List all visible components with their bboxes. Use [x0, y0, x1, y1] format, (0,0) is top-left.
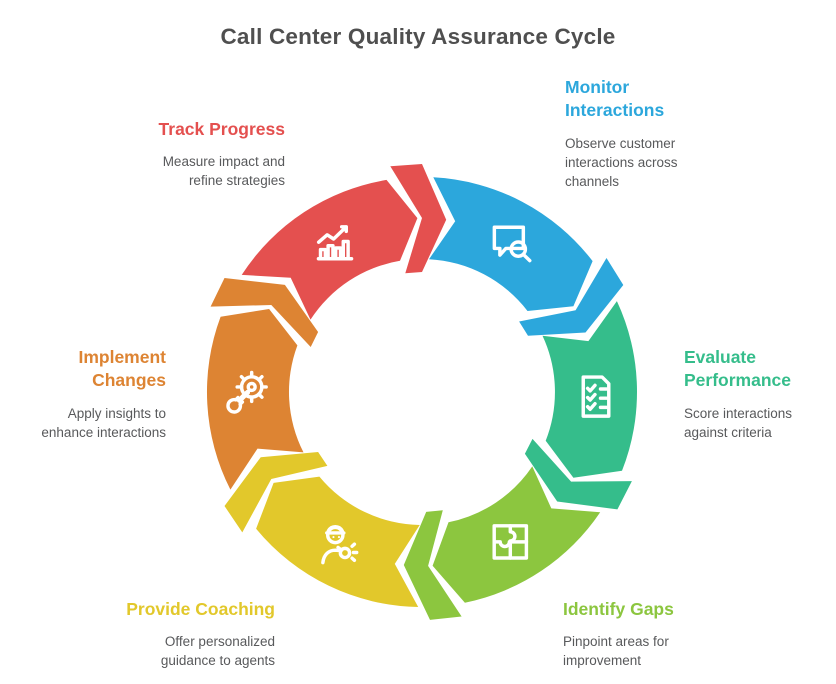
segment-description-implement: Apply insights to enhance interactions: [41, 405, 166, 440]
segment-arrow-monitor: [519, 258, 624, 336]
segment-label-evaluate: Evaluate Performance Score interactions …: [684, 346, 834, 442]
segment-description-track: Measure impact and refine strategies: [162, 154, 285, 189]
segment-arrow-track: [390, 164, 447, 274]
segment-title-identify: Identify Gaps: [563, 599, 674, 619]
segment-label-implement: Implement Changes Apply insights to enha…: [8, 346, 166, 442]
segment-arrow-evaluate: [524, 438, 632, 510]
segment-description-evaluate: Score interactions against criteria: [684, 405, 793, 440]
segment-description-monitor: Observe customer interactions across cha…: [565, 135, 678, 189]
checklist-icon: [581, 375, 611, 418]
segment-arrow-identify: [403, 510, 462, 620]
segment-label-identify: Identify Gaps Pinpoint areas for improve…: [563, 598, 778, 671]
segment-label-coaching: Provide Coaching Offer personalized guid…: [63, 598, 275, 671]
segment-title-monitor: Monitor Interactions: [565, 77, 665, 121]
segment-arc-monitor: [429, 177, 593, 311]
segment-description-identify: Pinpoint areas for improvement: [563, 634, 669, 669]
segment-arc-implement: [206, 309, 304, 490]
segment-description-coaching: Offer personalized guidance to agents: [160, 634, 275, 669]
segment-label-track: Track Progress Measure impact and refine…: [85, 118, 285, 191]
segment-arrow-coaching: [224, 452, 328, 533]
segment-arrow-implement: [210, 278, 319, 347]
segment-label-monitor: Monitor Interactions Observe customer in…: [565, 76, 755, 191]
gear-wrench-icon: [226, 370, 268, 414]
segment-title-track: Track Progress: [158, 119, 285, 139]
segment-title-coaching: Provide Coaching: [126, 599, 275, 619]
segment-arc-identify: [432, 466, 601, 603]
puzzle-icon: [492, 524, 529, 560]
main-title: Call Center Quality Assurance Cycle: [220, 24, 616, 49]
coach-whistle-icon: [321, 525, 359, 565]
chart-growth-icon: [316, 225, 354, 261]
segment-title-implement: Implement Changes: [78, 347, 166, 391]
segment-title-evaluate: Evaluate Performance: [684, 347, 791, 391]
chat-search-icon: [492, 225, 532, 263]
